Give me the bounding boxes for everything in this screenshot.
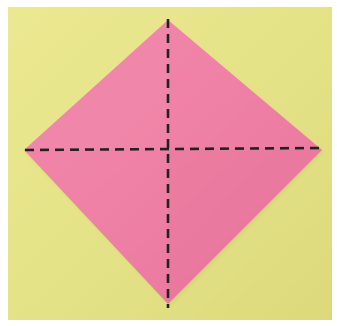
photo [8,7,332,320]
origami-photo [8,7,332,320]
